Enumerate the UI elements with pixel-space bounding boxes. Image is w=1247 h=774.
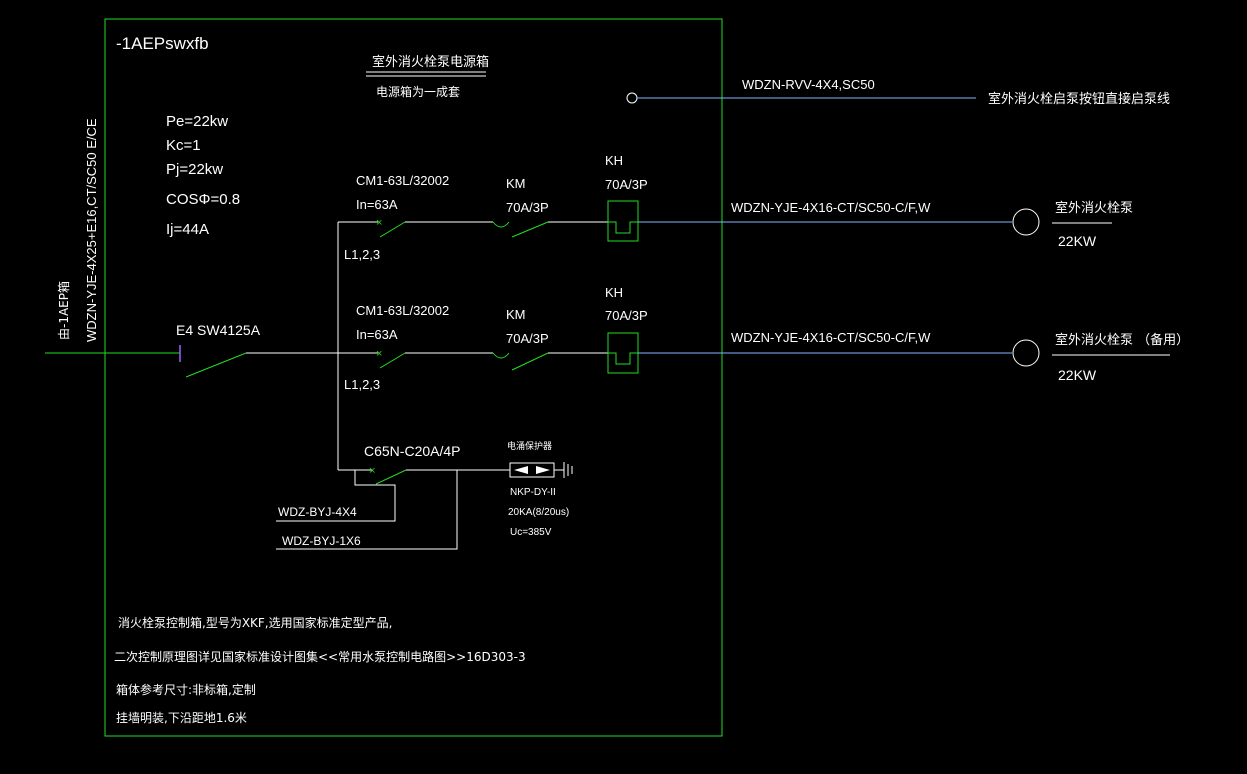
c2-phase-label: L1,2,3	[344, 377, 380, 392]
c2-load-name: 室外消火栓泵 （备用）	[1055, 332, 1189, 348]
circuit-1: × CM1-63L/32002 In=63A L1,2,3 KM 70A/3P …	[338, 153, 1133, 262]
note-3: 箱体参考尺寸:非标箱,定制	[116, 682, 256, 697]
load-pj: Pj=22kw	[166, 161, 223, 178]
c3-spd-rating: 20KA(8/20us)	[508, 507, 569, 518]
c1-kh-element	[608, 221, 638, 234]
c2-km-arc	[492, 352, 510, 359]
load-ij: Ij=44A	[166, 221, 209, 238]
remote-cable-label: WDZN-RVV-4X4,SC50	[742, 77, 875, 92]
main-switch-blade	[185, 352, 247, 378]
c2-cable-label: WDZN-YJE-4X16-CT/SC50-C/F,W	[731, 330, 931, 345]
c3-cable-b-label: WDZ-BYJ-1X6	[282, 534, 361, 548]
incoming-cable: WDZN-YJE-4X25+E16,CT/SC50 E/CE	[84, 118, 99, 342]
incoming-source: 由-1AEP箱	[56, 281, 71, 340]
c3-cable-a-label: WDZ-BYJ-4X4	[278, 505, 357, 519]
c3-cable-a-line	[276, 470, 396, 522]
c3-cable-b-line	[276, 470, 458, 550]
c2-breaker-blade	[379, 352, 406, 369]
c2-km-label: KM	[506, 307, 526, 322]
c3-spd-uc: Uc=385V	[510, 527, 552, 538]
main-switch-label: E4 SW4125A	[176, 322, 261, 338]
circuit-3: × C65N-C20A/4P 电涌保护器 NKP-DY-II 20KA(8/20…	[276, 440, 573, 550]
c2-kh-rating: 70A/3P	[605, 308, 648, 323]
c2-km-rating: 70A/3P	[506, 331, 549, 346]
c1-kh-box	[607, 200, 639, 242]
c3-breaker-blade	[375, 469, 407, 485]
panel-subtitle: 电源箱为一成套	[376, 84, 460, 99]
remote-terminal	[626, 92, 638, 104]
c1-kh-rating: 70A/3P	[605, 177, 648, 192]
c1-km-blade	[511, 221, 549, 238]
c3-spd-title: 电涌保护器	[507, 440, 552, 452]
c1-km-arc	[492, 221, 510, 228]
c2-load-power: 22KW	[1058, 367, 1097, 383]
panel-frame	[104, 18, 723, 737]
c1-breaker-x: ×	[376, 217, 382, 229]
note-1: 消火栓泵控制箱,型号为XKF,选用国家标准定型产品,	[118, 615, 392, 630]
c3-spd-arrows	[514, 466, 550, 474]
c3-breaker-label: C65N-C20A/4P	[364, 443, 461, 459]
c2-breaker-label: CM1-63L/32002	[356, 303, 449, 318]
c1-cable-label: WDZN-YJE-4X16-CT/SC50-C/F,W	[731, 200, 931, 215]
panel-id: -1AEPswxfb	[116, 34, 209, 53]
load-cos: COSΦ=0.8	[166, 191, 240, 208]
c1-kh-label: KH	[605, 153, 623, 168]
c3-breaker-x: ×	[369, 465, 375, 477]
circuit-2: × CM1-63L/32002 In=63A L1,2,3 KM 70A/3P …	[338, 285, 1189, 392]
c3-spd-model: NKP-DY-II	[510, 487, 556, 498]
note-2: 二次控制原理图详见国家标准设计图集<<常用水泵控制电路图>>16D303-3	[114, 649, 526, 664]
c2-kh-element	[608, 352, 638, 365]
c1-km-label: KM	[506, 176, 526, 191]
c1-breaker-blade	[379, 221, 406, 238]
c1-in-label: In=63A	[356, 197, 398, 212]
c2-in-label: In=63A	[356, 327, 398, 342]
c1-breaker-label: CM1-63L/32002	[356, 173, 449, 188]
c1-load-name: 室外消火栓泵	[1055, 200, 1133, 216]
panel-title: 室外消火栓泵电源箱	[372, 54, 489, 70]
c2-km-blade	[511, 352, 549, 371]
c2-breaker-x: ×	[376, 348, 382, 360]
c2-kh-label: KH	[605, 285, 623, 300]
c1-km-rating: 70A/3P	[506, 200, 549, 215]
c1-motor	[1012, 208, 1040, 236]
load-pe: Pe=22kw	[166, 113, 228, 130]
note-4: 挂墙明装,下沿距地1.6米	[116, 711, 247, 725]
remote-label: 室外消火栓启泵按钮直接启泵线	[988, 91, 1170, 107]
c2-motor	[1012, 339, 1040, 367]
c1-load-power: 22KW	[1058, 233, 1097, 249]
load-kc: Kc=1	[166, 137, 201, 154]
c1-phase-label: L1,2,3	[344, 247, 380, 262]
